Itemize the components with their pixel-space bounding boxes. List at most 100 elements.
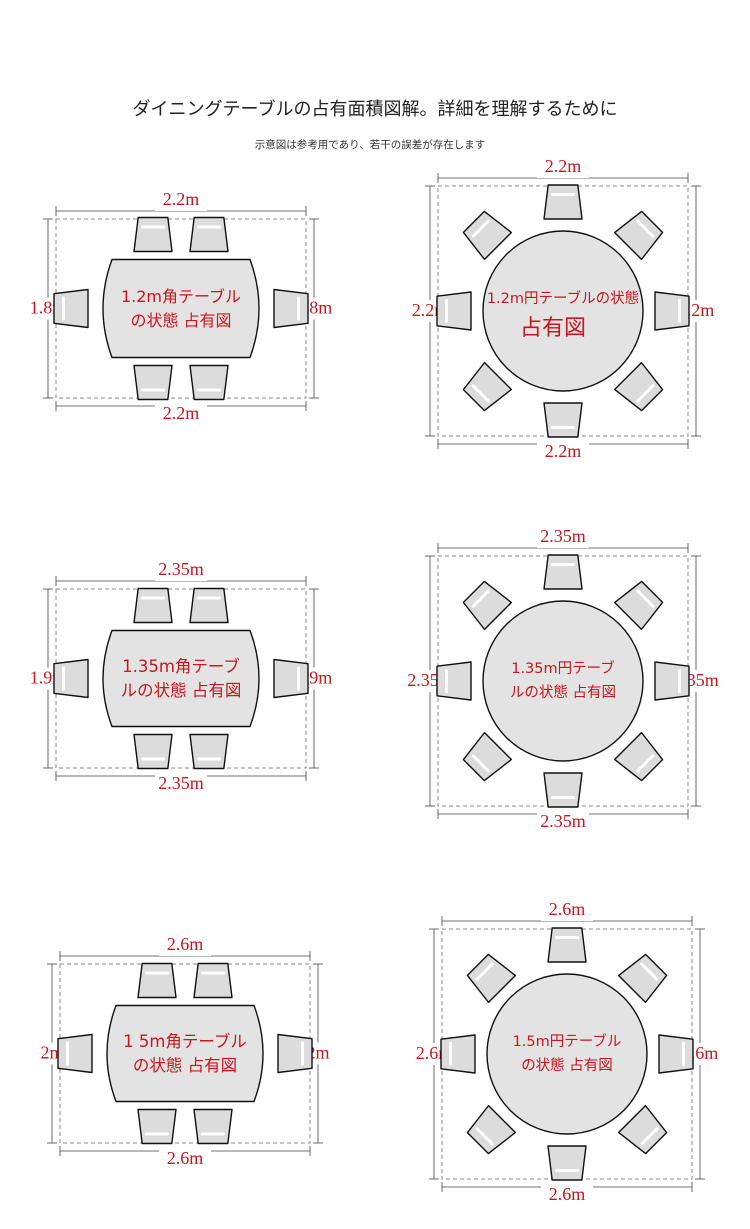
- chair: [137, 962, 177, 999]
- chair-seat: [189, 216, 229, 253]
- dimension-label-top: 2.2m: [545, 156, 582, 176]
- chair-seat: [617, 1104, 668, 1155]
- chair-seat: [617, 953, 668, 1004]
- chair-seat: [440, 1034, 476, 1074]
- chair: [547, 927, 587, 963]
- chair-backrest: [640, 1127, 659, 1146]
- chair-seat: [654, 661, 690, 701]
- table-top: [486, 973, 648, 1135]
- chair: [133, 216, 173, 253]
- chair: [543, 184, 583, 220]
- chair: [654, 291, 690, 331]
- chair-seat: [57, 1033, 93, 1074]
- table-label-line-2: ルの状態 占有図: [121, 681, 242, 700]
- chair: [436, 291, 472, 331]
- table-label-line-2: ルの状態 占有図: [510, 684, 616, 701]
- chair-backrest: [475, 1127, 494, 1146]
- chair: [466, 953, 517, 1004]
- table-top: [482, 600, 644, 762]
- table-label-line-1: 1 5m角テーブル: [123, 1031, 247, 1051]
- chair-seat: [462, 210, 513, 261]
- chair-seat: [133, 587, 173, 624]
- chair: [277, 1033, 313, 1074]
- dimension-label-bottom: 2.6m: [167, 1148, 204, 1168]
- chair-seat: [654, 291, 690, 331]
- chair: [273, 658, 309, 699]
- chair: [189, 733, 229, 770]
- chair: [543, 554, 583, 590]
- table-top: [102, 629, 260, 728]
- chair-backrest: [640, 962, 659, 981]
- chair-seat: [193, 962, 233, 999]
- chair: [189, 216, 229, 253]
- dimension-label-top: 2.2m: [163, 189, 200, 209]
- chair-backrest: [475, 962, 494, 981]
- chair: [273, 288, 309, 329]
- chair-seat: [462, 361, 513, 412]
- chair-seat: [466, 1104, 517, 1155]
- chair: [53, 658, 89, 699]
- chair: [53, 288, 89, 329]
- table-label-line-1: 1.35m円テーブ: [511, 659, 615, 677]
- chair-seat: [277, 1033, 313, 1074]
- chair: [193, 962, 233, 999]
- table-label-line-1: 1.35m角テーブ: [122, 656, 240, 676]
- chair-seat: [462, 580, 513, 631]
- chair: [462, 580, 513, 631]
- table-top: [102, 258, 260, 359]
- chair-backrest: [636, 384, 655, 403]
- chair-seat: [137, 962, 177, 999]
- table-label-line-2: の状態 占有図: [133, 1056, 237, 1075]
- table-label-line-2: の状態 占有図: [521, 1057, 613, 1074]
- chair: [137, 1108, 177, 1145]
- chair: [462, 361, 513, 412]
- chair: [617, 953, 668, 1004]
- chair-seat: [613, 361, 664, 412]
- table-label-line-1: 1.2m円テーブルの状態: [487, 289, 639, 307]
- chair-seat: [466, 953, 517, 1004]
- dimension-label-bottom: 2.35m: [158, 773, 204, 793]
- dimension-label-bottom: 2.6m: [549, 1184, 586, 1204]
- chair-seat: [462, 731, 513, 782]
- chair: [543, 402, 583, 438]
- chair-seat: [53, 658, 89, 699]
- page-title: ダイニングテーブルの占有面積図解。詳細を理解するために: [132, 99, 618, 120]
- table-top: [106, 1004, 264, 1103]
- table-top: [482, 230, 644, 392]
- dimension-label-top: 2.6m: [549, 899, 586, 919]
- chair: [613, 731, 664, 782]
- chair-seat: [436, 291, 472, 331]
- chair-backrest: [471, 589, 490, 608]
- chair-seat: [613, 580, 664, 631]
- page-subtitle: 示意図は参考用であり、若干の誤差が存在します: [254, 139, 486, 151]
- chair: [462, 731, 513, 782]
- chair: [658, 1034, 694, 1074]
- chair: [189, 587, 229, 624]
- chair-seat: [133, 216, 173, 253]
- table-label-line-1: 1.2m角テーブル: [121, 287, 241, 306]
- chair-seat: [547, 927, 587, 963]
- chair: [613, 580, 664, 631]
- chair-seat: [193, 1108, 233, 1145]
- chair-seat: [613, 210, 664, 261]
- chair-backrest: [636, 219, 655, 238]
- chair: [462, 210, 513, 261]
- dimension-label-top: 2.6m: [167, 934, 204, 954]
- chair-seat: [543, 402, 583, 438]
- chair-seat: [189, 364, 229, 401]
- dimension-label-bottom: 2.2m: [545, 441, 582, 461]
- chair: [189, 364, 229, 401]
- chair: [133, 733, 173, 770]
- chair-seat: [613, 731, 664, 782]
- chair-backrest: [636, 589, 655, 608]
- chair: [57, 1033, 93, 1074]
- chair-seat: [133, 364, 173, 401]
- chair: [466, 1104, 517, 1155]
- chair-backrest: [471, 754, 490, 773]
